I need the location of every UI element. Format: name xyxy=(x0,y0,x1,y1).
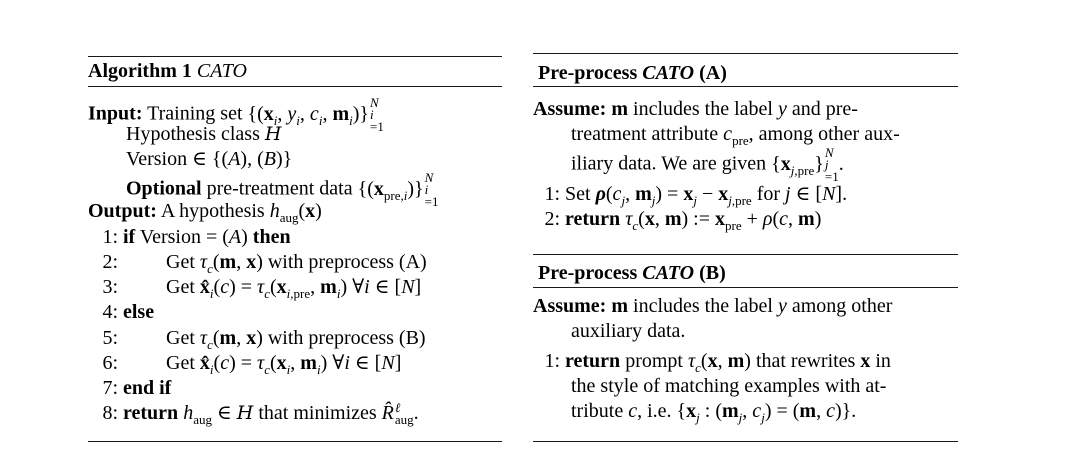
preprocess-b-bottom-rule xyxy=(533,441,958,442)
preprocess-b-title-rule xyxy=(533,287,958,288)
output-line: Output: A hypothesis haug(x) xyxy=(88,200,322,225)
algorithm-step-1: 1: if Version = (A) then xyxy=(102,226,291,248)
preprocess-a-step-2: 2: return τc(x, m) := xpre + ρ(c, m) xyxy=(544,208,822,233)
preprocess-a-step-1: 1: Set ρ(cj, mj) = xj − xj,pre for j ∈ [… xyxy=(544,183,848,208)
algorithm-step-7: 7: end if xyxy=(102,377,172,399)
preprocess-b-assume-2: auxiliary data. xyxy=(571,320,686,342)
preprocess-a-top-rule xyxy=(533,53,958,54)
caption-rule xyxy=(88,86,502,87)
top-rule xyxy=(88,56,502,57)
preprocess-b-assume-1: Assume: m includes the label y among oth… xyxy=(533,295,893,317)
preprocess-a-assume-2: treatment attribute cpre, among other au… xyxy=(571,123,900,148)
version-line: Version ∈ {(A), (B)} xyxy=(126,148,293,170)
preprocess-a-assume-1: Assume: m includes the label y and pre- xyxy=(533,98,858,120)
preprocess-b-step-1-line-3: tribute c, i.e. {xj : (mj, cj) = (m, c)}… xyxy=(571,400,857,425)
hypothesis-class-symbol: H xyxy=(264,123,282,145)
hypothesis-class-line: Hypothesis class H xyxy=(126,123,282,145)
algorithm-number: Algorithm 1 xyxy=(88,60,192,82)
algorithm-step-2: 2: Get τc(m, x) with preprocess (A) xyxy=(102,251,427,276)
preprocess-b-top-rule xyxy=(533,254,958,255)
preprocess-b-step-1-line-1: 1: return prompt τc(x, m) that rewrites … xyxy=(544,350,891,375)
algorithm-step-6: 6: Get x̂i(c) = τc(xi, mi) ∀i ∈ [N] xyxy=(102,352,402,377)
preprocess-a-title: Pre-process CATO (A) xyxy=(538,62,727,84)
algorithm-caption: Algorithm 1 CATO xyxy=(88,59,247,83)
preprocess-b-title: Pre-process CATO (B) xyxy=(538,262,726,284)
algorithm-step-5: 5: Get τc(m, x) with preprocess (B) xyxy=(102,327,426,352)
algorithm-step-3: 3: Get x̂i(c) = τc(xi,pre, mi) ∀i ∈ [N] xyxy=(102,276,422,301)
algorithm-name: CATO xyxy=(196,60,247,82)
algorithm-step-4: 4: else xyxy=(102,301,155,323)
preprocess-b-step-1-line-2: the style of matching examples with at- xyxy=(571,375,887,397)
preprocess-a-title-rule xyxy=(533,86,958,87)
bottom-rule xyxy=(88,441,502,442)
